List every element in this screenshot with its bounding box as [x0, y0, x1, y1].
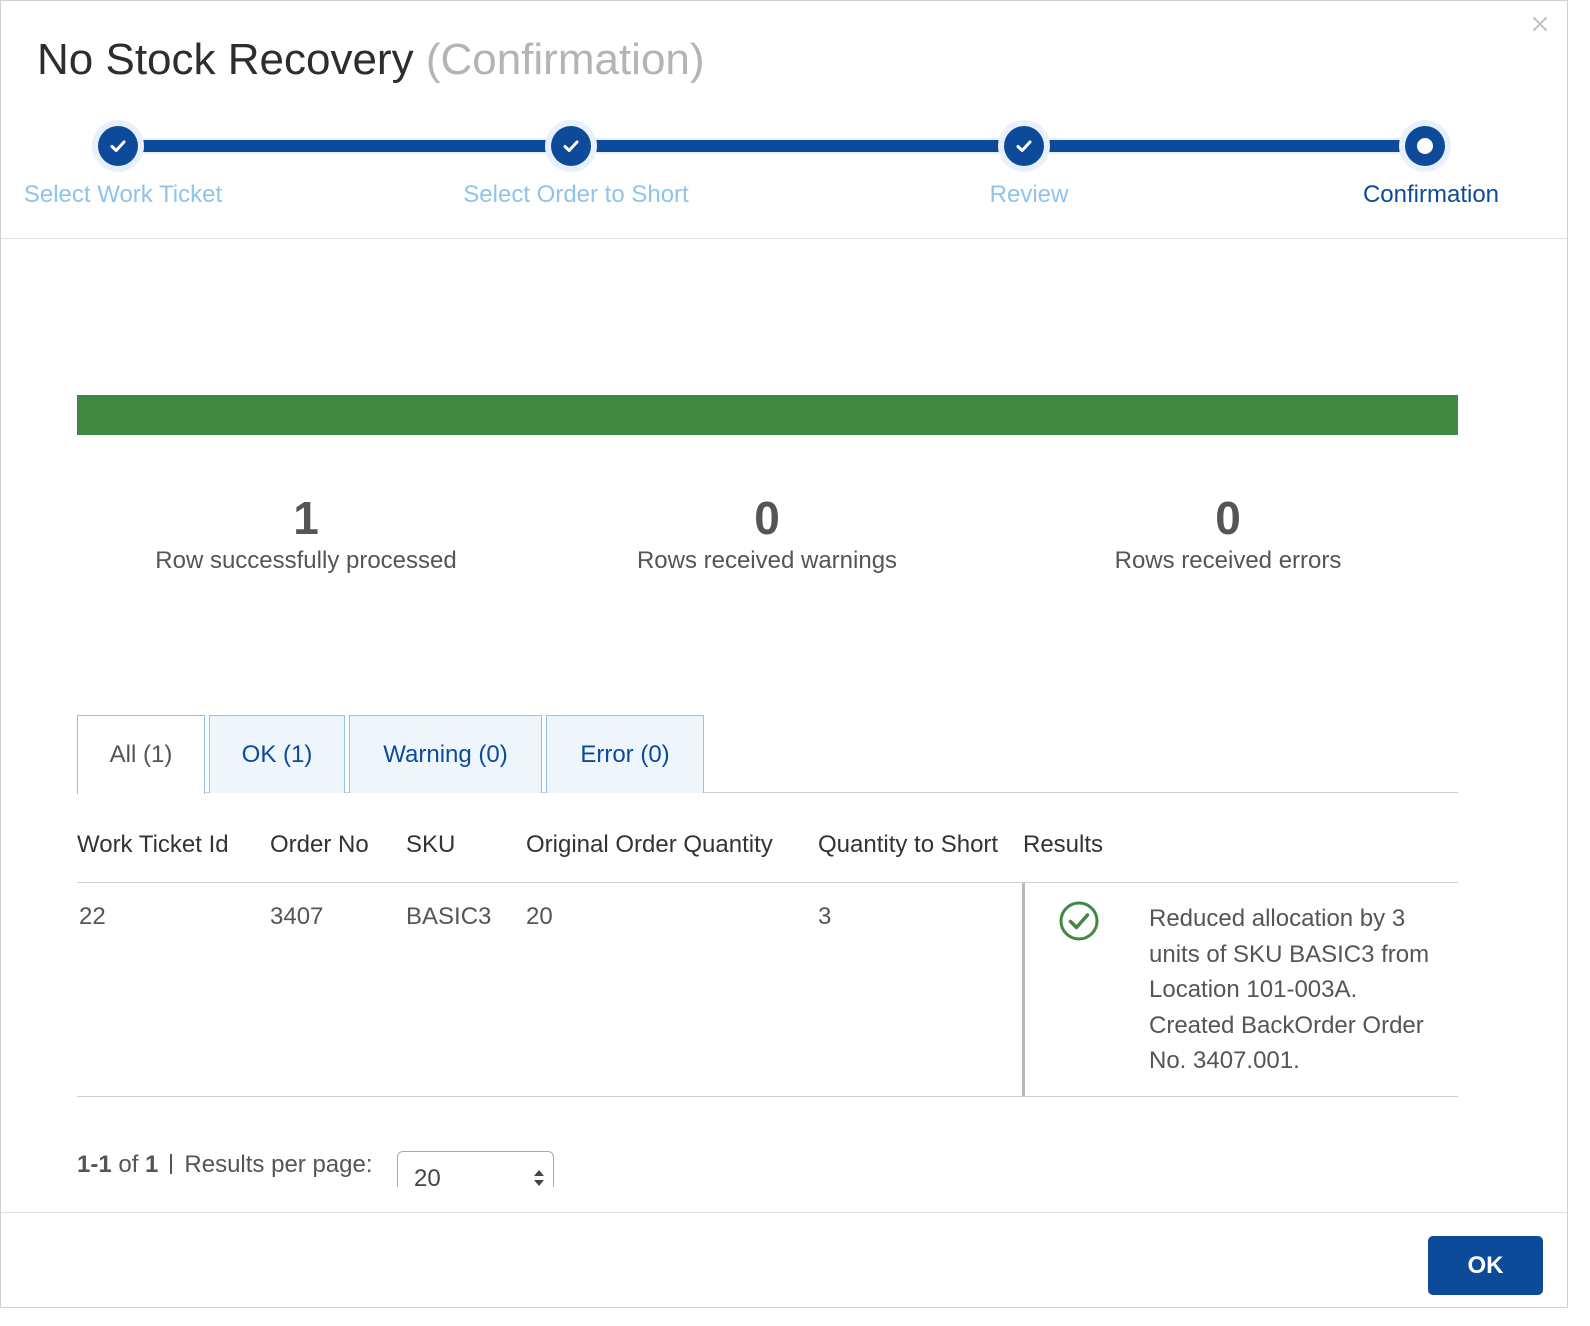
column-header-quantity-to-short[interactable]: Quantity to Short	[818, 831, 999, 858]
stat-errors-count: 0	[1215, 492, 1241, 544]
cell-results: Reduced allocation by 3 units of SKU BAS…	[1022, 883, 1458, 1096]
pagination-range: 1-1	[77, 1151, 112, 1178]
pagination-of: of	[118, 1151, 139, 1178]
stat-warnings: 0 Rows received warnings	[537, 491, 997, 575]
column-header-work-ticket-id[interactable]: Work Ticket Id	[77, 831, 229, 858]
select-updown-icon	[534, 1170, 544, 1186]
step-marker	[551, 126, 591, 166]
tab-ok[interactable]: OK (1)	[209, 715, 345, 793]
column-header-results[interactable]: Results	[1023, 831, 1104, 858]
pagination-divider	[170, 1154, 173, 1174]
stat-warnings-count: 0	[754, 492, 780, 544]
close-button[interactable]	[1525, 9, 1555, 39]
tab-warning[interactable]: Warning (0)	[349, 715, 542, 793]
result-filter-tabs: All (1) OK (1) Warning (0) Error (0)	[77, 715, 1458, 794]
cell-quantity-to-short: 3	[818, 903, 832, 930]
step-marker-current	[1405, 126, 1445, 166]
stepper-track-fill	[118, 140, 1425, 152]
dialog-title: No Stock Recovery (Confirmation)	[37, 35, 705, 85]
close-icon	[1532, 16, 1548, 32]
pagination-total: 1	[145, 1151, 159, 1178]
step-marker	[98, 126, 138, 166]
no-stock-recovery-dialog: No Stock Recovery (Confirmation) Select …	[0, 0, 1568, 1308]
results-table: Work Ticket Id Order No SKU Original Ord…	[77, 821, 1458, 1097]
result-message: Reduced allocation by 3 units of SKU BAS…	[1149, 905, 1430, 1074]
dialog-title-subtitle: (Confirmation)	[425, 35, 705, 84]
stat-success: 1 Row successfully processed	[76, 491, 536, 575]
results-per-page-label: Results per page:	[184, 1151, 373, 1178]
pagination-summary: 1-1 of 1	[77, 1151, 158, 1178]
cell-original-order-quantity: 20	[526, 903, 553, 930]
progress-bar-fill	[77, 395, 1458, 435]
result-summary: 1 Row successfully processed 0 Rows rece…	[77, 491, 1458, 581]
cell-order-no: 3407	[270, 903, 324, 930]
wizard-stepper: Select Work Ticket Select Order to Short…	[1, 111, 1567, 221]
checkmark-icon	[563, 140, 579, 152]
stat-errors-label: Rows received errors	[1114, 547, 1342, 574]
tab-all[interactable]: All (1)	[77, 715, 205, 794]
table-header-row: Work Ticket Id Order No SKU Original Ord…	[77, 821, 1458, 883]
step-label-select-work-ticket[interactable]: Select Work Ticket	[23, 181, 223, 208]
cell-work-ticket-id: 22	[79, 903, 106, 930]
dialog-footer: OK	[1, 1212, 1567, 1307]
stat-warnings-label: Rows received warnings	[636, 547, 898, 574]
table-row: 22 3407 BASIC3 20 3 Reduced allocation b…	[77, 883, 1458, 1097]
ok-button[interactable]: OK	[1428, 1236, 1543, 1295]
stat-errors: 0 Rows received errors	[998, 491, 1458, 575]
stat-success-count: 1	[293, 492, 319, 544]
column-header-order-no[interactable]: Order No	[270, 831, 369, 858]
step-marker	[1004, 126, 1044, 166]
checkmark-icon	[1016, 140, 1032, 152]
current-step-dot-icon	[1417, 138, 1433, 154]
step-label-review[interactable]: Review	[989, 181, 1069, 208]
step-label-confirmation: Confirmation	[1362, 181, 1500, 208]
check-circle-icon	[1059, 901, 1099, 941]
column-header-original-order-quantity[interactable]: Original Order Quantity	[526, 831, 773, 858]
cell-sku: BASIC3	[406, 903, 492, 930]
column-header-sku[interactable]: SKU	[406, 831, 456, 858]
scroll-region-edge	[1, 1187, 1567, 1213]
stat-success-label: Row successfully processed	[155, 547, 457, 574]
dialog-header: No Stock Recovery (Confirmation) Select …	[1, 1, 1567, 239]
step-label-select-order-to-short[interactable]: Select Order to Short	[463, 181, 689, 208]
processing-progress-bar	[77, 395, 1458, 435]
tab-error[interactable]: Error (0)	[546, 715, 704, 793]
checkmark-icon	[110, 140, 126, 152]
dialog-title-main: No Stock Recovery	[37, 35, 414, 84]
